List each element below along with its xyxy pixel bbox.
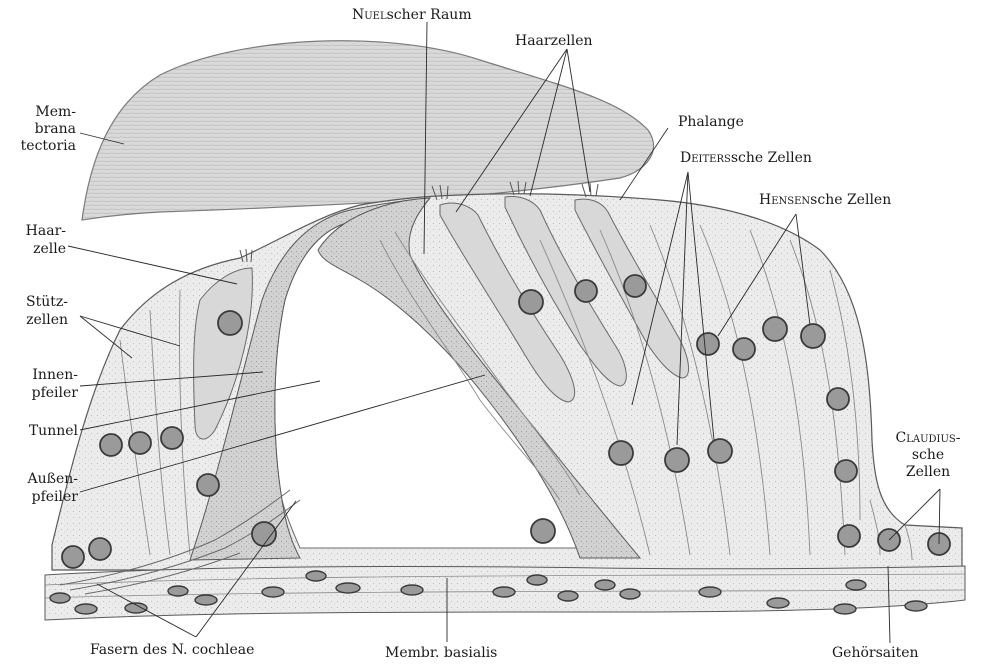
label-tunnel: Tunnel — [6, 422, 78, 440]
label-claudius-line2: sche — [878, 447, 978, 464]
label-haarzelle: Haar- zelle — [6, 222, 66, 258]
membrana-tectoria-shape — [82, 41, 653, 220]
label-stuetz-line2: zellen — [6, 311, 68, 329]
label-membrana-line2: brana — [6, 121, 76, 138]
label-membrana-tectoria: Mem- brana tectoria — [6, 104, 76, 155]
label-fasern-cochleae: Fasern des N. cochleae — [90, 641, 254, 659]
label-innenpfeiler: Innen- pfeiler — [6, 366, 78, 402]
label-membrana-line1: Mem- — [6, 104, 76, 121]
label-hensen-name: Hensen — [759, 192, 810, 208]
label-aussenpfeiler: Außen- pfeiler — [6, 470, 78, 506]
label-aussen-line1: Außen- — [6, 470, 78, 488]
label-innen-line2: pfeiler — [6, 384, 78, 402]
label-innen-line1: Innen- — [6, 366, 78, 384]
label-nuel-suffix: scher Raum — [387, 7, 472, 23]
label-stuetzzellen: Stütz- zellen — [6, 293, 68, 329]
label-hensen-suffix: sche Zellen — [810, 192, 891, 208]
label-aussen-line2: pfeiler — [6, 488, 78, 506]
label-claudius-zellen: Claudius- sche Zellen — [878, 430, 978, 481]
label-nuel-raum: Nuelscher Raum — [352, 6, 472, 24]
label-haarzelle-line1: Haar- — [6, 222, 66, 240]
label-membrana-line3: tectoria — [6, 138, 76, 155]
label-claudius-line3: Zellen — [878, 464, 978, 481]
label-claudius-line1: Claudius- — [878, 430, 978, 447]
label-stuetz-line1: Stütz- — [6, 293, 68, 311]
label-haarzellen: Haarzellen — [515, 32, 593, 50]
label-deiters-suffix: sche Zellen — [731, 150, 812, 166]
label-nuel-name: Nuel — [352, 7, 387, 23]
label-deiters-zellen: Deiterssche Zellen — [680, 149, 812, 167]
label-membr-basialis: Membr. basialis — [385, 644, 497, 662]
label-hensen-zellen: Hensensche Zellen — [759, 191, 891, 209]
label-haarzelle-line2: zelle — [6, 240, 66, 258]
label-gehoersaiten: Gehörsaiten — [832, 644, 919, 662]
label-deiters-name: Deiters — [680, 150, 731, 166]
label-phalange: Phalange — [678, 113, 744, 131]
